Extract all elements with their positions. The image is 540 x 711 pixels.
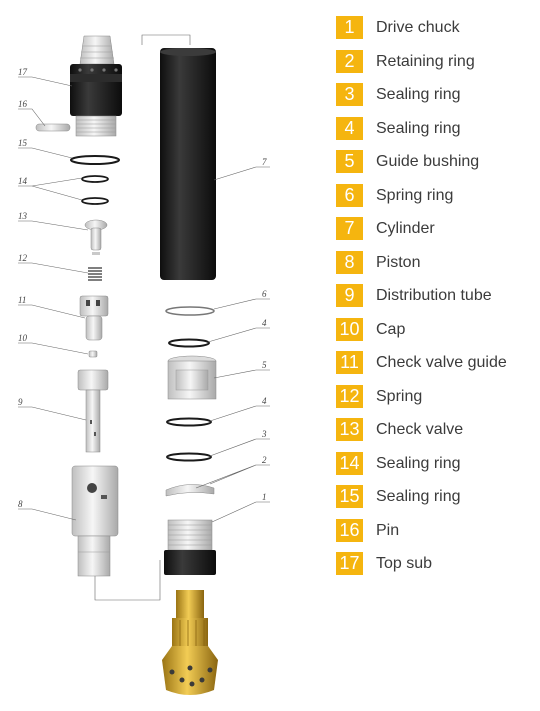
callout-8: 8 <box>18 499 23 509</box>
legend-number: 1 <box>336 16 363 39</box>
callout-11: 11 <box>18 295 26 305</box>
legend-item-10: 10 Cap <box>336 317 536 352</box>
sealing-ring-4-upper <box>168 338 210 348</box>
legend-label: Cylinder <box>376 220 435 237</box>
legend-item-16: 16 Pin <box>336 518 536 553</box>
legend-item-11: 11 Check valve guide <box>336 351 536 385</box>
legend-label: Cap <box>376 320 406 338</box>
legend-item-8: 8 Piston <box>336 250 536 285</box>
legend-number: 15 <box>336 485 363 508</box>
check-valve <box>84 219 108 255</box>
top-sub <box>70 35 122 137</box>
callout-3: 3 <box>261 429 267 439</box>
legend-number: 17 <box>336 552 363 575</box>
cylinder <box>160 48 216 280</box>
callout-7: 7 <box>262 157 267 167</box>
legend-number: 13 <box>336 418 363 441</box>
legend-number: 5 <box>336 150 363 173</box>
callout-14: 14 <box>18 176 28 186</box>
legend-number: 7 <box>336 217 363 240</box>
callout-12: 12 <box>18 253 28 263</box>
legend-label: Sealing ring <box>376 488 461 505</box>
legend-label: Distribution tube <box>376 287 492 304</box>
cap <box>88 350 98 358</box>
legend-item-1: 1 Drive chuck <box>336 16 536 50</box>
legend-label: Piston <box>376 253 421 271</box>
callout-17: 17 <box>18 67 28 77</box>
distribution-tube <box>77 369 109 453</box>
pin <box>35 123 71 132</box>
spring-ring <box>165 306 215 316</box>
sealing-ring-4-lower <box>166 417 212 427</box>
sealing-rings-14 <box>81 175 109 205</box>
callout-1: 1 <box>262 492 267 502</box>
drive-chuck <box>164 519 216 575</box>
legend-number: 14 <box>336 451 363 475</box>
legend-number: 6 <box>336 183 363 207</box>
callout-6: 6 <box>262 289 267 299</box>
spring <box>88 267 102 281</box>
callout-4-lower: 4 <box>262 396 267 406</box>
legend-label: Spring <box>376 387 423 405</box>
leader-lines <box>18 76 270 523</box>
exploded-assembly-diagram: 17 16 15 14 13 12 11 10 9 8 7 6 4 5 4 3 … <box>18 34 270 695</box>
legend-number: 16 <box>336 518 363 542</box>
legend-label: Check valve guide <box>376 354 507 371</box>
callout-2: 2 <box>262 455 267 465</box>
legend-item-9: 9 Distribution tube <box>336 284 536 318</box>
legend-number: 10 <box>336 317 363 341</box>
legend-item-5: 5 Guide bushing <box>336 150 536 184</box>
legend-item-15: 15 Sealing ring <box>336 485 536 519</box>
legend-number: 11 <box>336 351 363 374</box>
legend-number: 9 <box>336 284 363 307</box>
legend-item-4: 4 Sealing ring <box>336 116 536 151</box>
legend-item-6: 6 Spring ring <box>336 183 536 218</box>
legend-label: Sealing ring <box>376 119 461 137</box>
legend-number: 3 <box>336 83 363 106</box>
legend-item-13: 13 Check valve <box>336 418 536 452</box>
guide-bushing <box>167 355 217 400</box>
legend-label: Pin <box>376 521 400 539</box>
legend-number: 12 <box>336 384 363 408</box>
legend-label: Drive chuck <box>376 19 460 36</box>
retaining-ring <box>165 484 215 497</box>
legend-label: Sealing ring <box>376 86 461 103</box>
drill-bit <box>162 590 218 695</box>
legend-label: Check valve <box>376 421 464 438</box>
legend-item-7: 7 Cylinder <box>336 217 536 251</box>
assembly-connector-line <box>94 34 191 601</box>
legend-label: Guide bushing <box>376 153 480 170</box>
sealing-ring-3 <box>166 452 212 462</box>
legend-item-3: 3 Sealing ring <box>336 83 536 117</box>
callout-15: 15 <box>18 138 28 148</box>
legend-item-12: 12 Spring <box>336 384 536 419</box>
sealing-ring-15 <box>70 155 120 165</box>
legend-label: Retaining ring <box>376 52 475 70</box>
callout-13: 13 <box>18 211 28 221</box>
legend-item-17: 17 Top sub <box>336 552 536 586</box>
callout-10: 10 <box>18 333 28 343</box>
callout-16: 16 <box>18 99 28 109</box>
callout-4-upper: 4 <box>262 318 267 328</box>
legend-item-14: 14 Sealing ring <box>336 451 536 486</box>
check-valve-guide <box>79 295 109 341</box>
legend-number: 8 <box>336 250 363 274</box>
callout-5: 5 <box>262 360 267 370</box>
legend-item-2: 2 Retaining ring <box>336 49 536 84</box>
piston <box>71 465 119 577</box>
legend-number: 4 <box>336 116 363 140</box>
callout-9: 9 <box>18 397 23 407</box>
legend-number: 2 <box>336 49 363 73</box>
legend-label: Sealing ring <box>376 454 461 472</box>
legend-label: Spring ring <box>376 186 454 204</box>
legend-label: Top sub <box>376 555 433 572</box>
